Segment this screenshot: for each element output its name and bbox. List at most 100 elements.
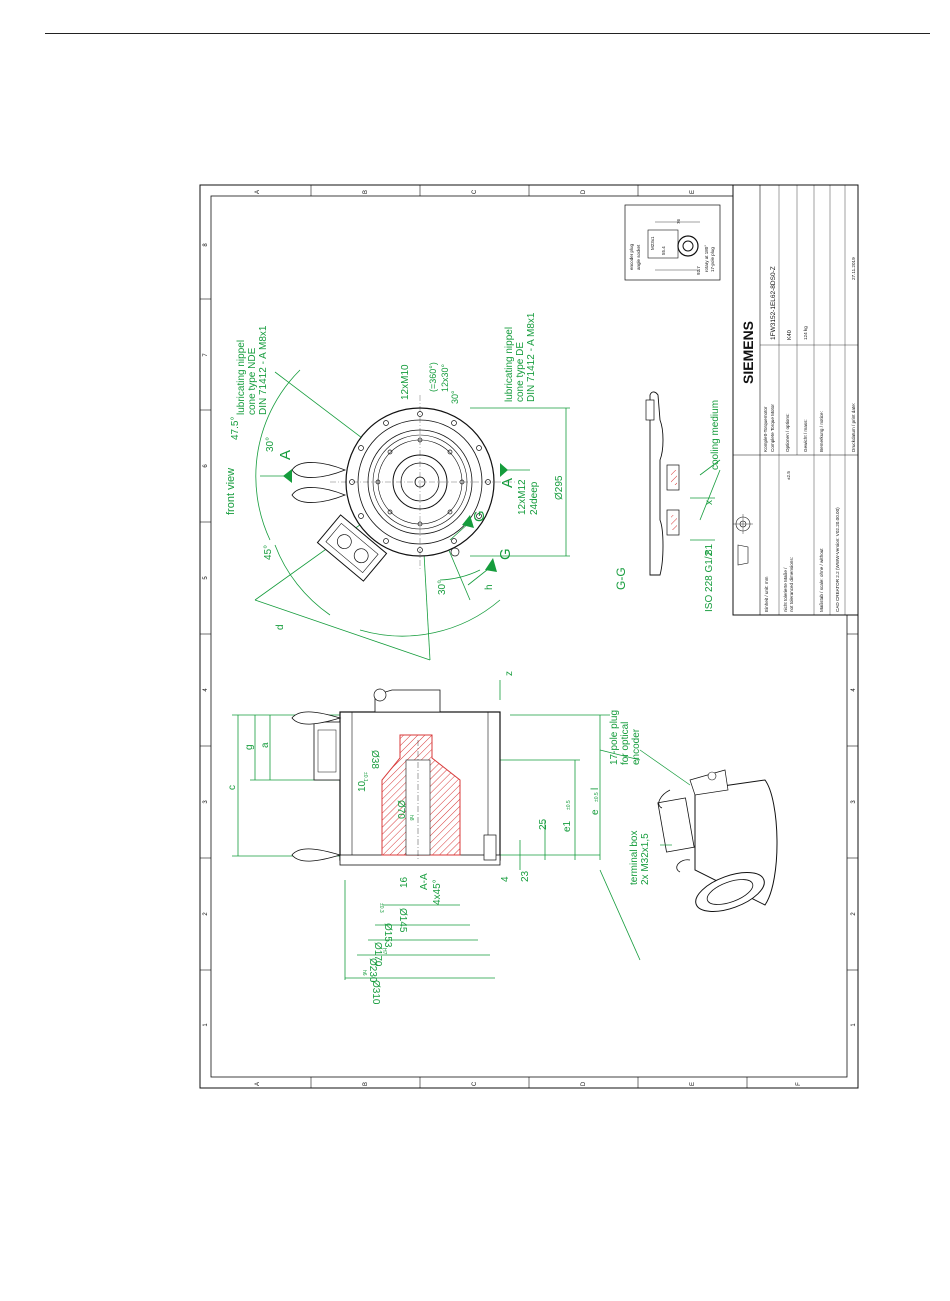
dim-d70: Ø70: [395, 800, 406, 819]
nde-line-2: cone type NDE: [247, 347, 258, 415]
encoder-rot1: rotary at 180°: [704, 245, 709, 272]
zone-3-right: 3: [851, 800, 857, 804]
tb-tol-en: not toleranced dimensions:: [789, 557, 794, 612]
siemens-logo: SIEMENS: [740, 321, 756, 384]
side-view-labels: c g a z Ø38 10 Ø70 25 e1 e l 16 A-A 4x45…: [227, 671, 601, 1005]
page-header-rule: [45, 33, 930, 34]
dim-d310: Ø310: [370, 980, 381, 1005]
tb-scale: Maßstab / scale: ohne / without: [819, 548, 824, 612]
section-a-right: A: [499, 478, 516, 488]
front-view: [254, 369, 570, 661]
dim-d145: Ø145: [397, 908, 408, 933]
box-line-1: terminal box: [629, 831, 640, 885]
dim-12xm10: 12xM10: [400, 364, 411, 400]
tol-e: ±0.5: [594, 792, 600, 802]
zone-3-left: 3: [203, 800, 209, 804]
zone-b-bottom: B: [363, 1082, 369, 1086]
encoder-rot2: 17-pole plug: [710, 247, 715, 272]
tb-remark-label: Bemerkung / notice:: [819, 411, 824, 452]
title-block: SIEMENS Einheit / unit: mm nicht tolerie…: [732, 184, 859, 616]
dim-30-bottom: 30°: [437, 580, 448, 595]
tb-mass: 124 kg: [803, 326, 808, 340]
dim-23: 23: [520, 870, 531, 882]
zone-5-left: 5: [203, 576, 209, 580]
tol-e1: ±0.5: [566, 800, 572, 810]
zone-4-left: 4: [203, 688, 209, 692]
zone-c-bottom: C: [472, 1081, 478, 1086]
tol-d38: ±0.1: [362, 772, 368, 782]
tb-tol-de: nicht tolerierte Maße /: [783, 567, 788, 612]
isometric-labels: 17-pole plug for optical encoder termina…: [609, 710, 651, 885]
zone-a-top: A: [255, 190, 261, 194]
zone-6-left: 6: [203, 464, 209, 468]
side-view: [232, 680, 641, 980]
dim-45: 45°: [263, 545, 274, 560]
dim-4x45: 4x45°: [432, 879, 443, 905]
dim-d230: Ø230: [367, 958, 378, 983]
nde-line-1: lubricating nippel: [236, 340, 247, 415]
zone-letters-top: A B C D E: [255, 189, 696, 194]
gg-title: G-G: [614, 567, 628, 590]
tb-print-date-label: Druckdatum / print date:: [851, 403, 856, 452]
encoder-title: encoder plug: [629, 243, 634, 270]
dim-h: h: [484, 584, 495, 590]
section-gg-labels: G-G cooling medium ISO 228 G1/2 81 x: [614, 400, 721, 612]
dim-30-top: 30°: [450, 390, 460, 404]
plug-line-3: encoder: [631, 728, 642, 765]
plug-line-2: for optical: [620, 722, 631, 765]
tol-d230: h6: [361, 970, 367, 976]
tol-d70: h8: [408, 815, 414, 821]
encoder-dim-m23: M23x1: [650, 236, 655, 250]
zone-ticks: [200, 185, 858, 1088]
encoder-plug-detail: encoder plug angle socket rotary at 180°…: [624, 204, 721, 281]
dim-e: e: [590, 809, 601, 815]
zone-2-left: 2: [203, 912, 209, 916]
zone-2-right: 2: [851, 912, 857, 916]
tb-part-number: 1FW3152-1EL62-8DS0-Z: [770, 266, 777, 340]
gg-81: 81: [704, 543, 715, 555]
tb-desc-en: Complete Torque Motor: [770, 404, 775, 452]
dim-a-a: A-A: [419, 873, 430, 890]
dim-16: 16: [399, 876, 410, 888]
tb-options-label: Optionen / options:: [785, 413, 790, 452]
zone-7-left: 7: [203, 353, 209, 357]
zone-b-top: B: [363, 190, 369, 194]
tb-weight-label: Gewicht / mass:: [803, 419, 808, 452]
zone-d-bottom: D: [581, 1081, 587, 1086]
nde-line-3: DIN 71412 - A M8x1: [258, 325, 269, 415]
front-view-title: front view: [225, 468, 237, 515]
zone-f-bottom: F: [796, 1082, 802, 1086]
tol-d153: H7: [381, 948, 387, 955]
de-line-3: DIN 71412 - A M8x1: [526, 312, 537, 402]
encoder-dim-55: 55.4: [661, 246, 666, 255]
gg-cooling: cooling medium: [710, 400, 721, 470]
dim-g: g: [244, 744, 255, 750]
zone-e-bottom: E: [690, 1082, 696, 1086]
box-line-2: 2x M32x1,5: [640, 833, 651, 885]
dim-d153: Ø153: [382, 923, 393, 948]
zone-1-right: 1: [851, 1023, 857, 1027]
section-a-left: A: [277, 450, 294, 460]
encoder-dim-92: 92.7: [696, 266, 701, 275]
gg-x: x: [704, 500, 715, 505]
tb-tol-value: ±2.5: [786, 471, 791, 480]
zone-8-left: 8: [203, 243, 209, 247]
dim-d170: Ø170: [372, 942, 383, 967]
de-line-2: cone type DE: [515, 342, 526, 402]
dim-10: 10: [357, 780, 368, 792]
zone-1-left: 1: [203, 1023, 209, 1027]
dim-d295: Ø295: [554, 475, 565, 500]
dim-l: l: [590, 788, 601, 790]
tb-unit: Einheit / unit: mm: [764, 576, 769, 612]
isometric-view: [639, 749, 778, 912]
dim-25: 25: [538, 818, 549, 830]
zone-a-bottom: A: [255, 1082, 261, 1086]
dim-12x30: 12x30°: [440, 363, 450, 392]
dim-a: a: [260, 742, 271, 748]
zone-letters-bottom: A B C D E F: [255, 1081, 802, 1086]
dim-d: d: [275, 624, 286, 630]
front-view-labels: front view lubricating nippel cone type …: [225, 312, 565, 630]
encoder-dim-76: 76: [676, 218, 681, 224]
zone-numbers-right: 1 2 3 4: [851, 688, 857, 1027]
